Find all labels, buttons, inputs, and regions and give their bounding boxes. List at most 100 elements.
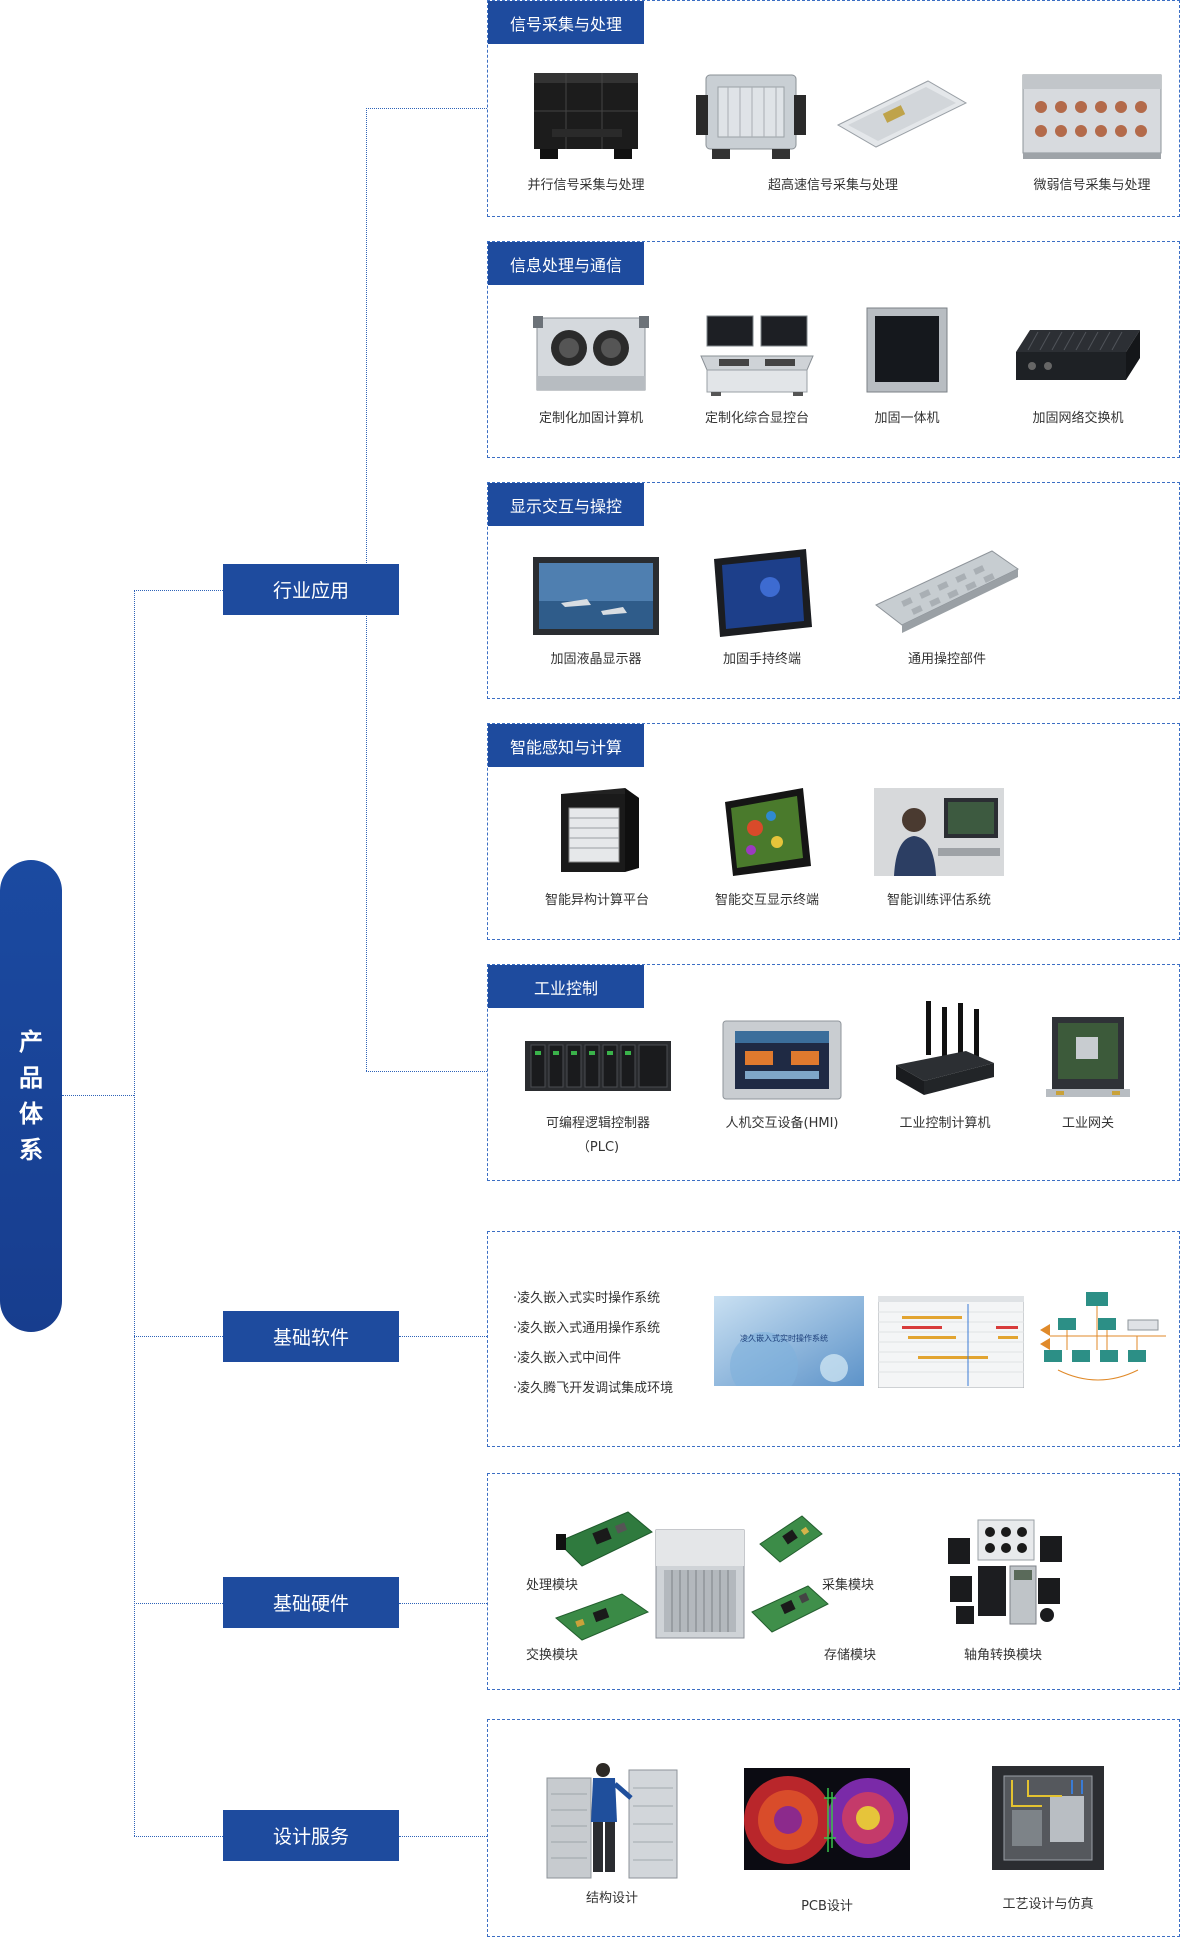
heterogeneous-platform-image [547,784,647,880]
product-rugged-all-in-one[interactable]: 加固一体机 [842,304,972,430]
connector-to-industry [134,590,223,591]
acquisition-module-image [758,1514,824,1564]
panel-info-title: 信息处理与通信 [488,242,644,285]
connector-to-software [134,1336,223,1337]
connector-software-panel [399,1336,487,1337]
product-heterogeneous-computing[interactable]: 智能异构计算平台 [532,784,662,912]
product-label: 工业控制计算机 [899,1116,991,1131]
industrial-gateway-image [1042,1015,1134,1103]
product-rugged-handheld[interactable]: 加固手持终端 [702,547,822,671]
service-pcb-design[interactable]: PCB设计 [744,1768,910,1918]
category-hardware[interactable]: 基础硬件 [223,1577,399,1628]
control-panel-image [872,547,1022,639]
product-label: 通用操控部件 [907,652,986,667]
connector-to-signal [366,108,487,109]
axis-conversion-module-image [944,1518,1068,1630]
product-rugged-lcd[interactable]: 加固液晶显示器 [526,553,666,671]
rugged-switch-image [1008,312,1148,398]
software-bullet: ·凌久嵌入式中间件 [513,1351,622,1366]
design-label: PCB设计 [801,1899,853,1914]
product-label: 工业网关 [1061,1116,1114,1131]
product-label: 加固手持终端 [722,652,801,667]
product-label: 定制化加固计算机 [538,411,643,426]
panel-industrial-title: 工业控制 [488,965,644,1008]
product-label: 并行信号采集与处理 [527,178,645,193]
category-industry-label: 行业应用 [272,580,349,602]
plc-sub-label: （PLC) [576,1140,620,1155]
product-label: 加固一体机 [874,411,940,426]
software-architecture-diagram [1038,1290,1168,1390]
software-bullet: ·凌久嵌入式通用操作系统 [513,1321,661,1336]
category-design-label: 设计服务 [272,1826,349,1848]
structural-design-image [537,1758,687,1886]
software-rtos-screenshot: 凌久嵌入式实时操作系统 [714,1296,864,1386]
plc-image [523,1021,673,1103]
product-label: 微弱信号采集与处理 [1033,178,1151,193]
training-system-image [874,784,1004,880]
product-hmi[interactable]: 人机交互设备(HMI) [712,1017,852,1135]
rugged-computer-image [531,312,651,398]
storage-module-label: 存储模块 [824,1648,877,1663]
panel-display: 显示交互与操控 加固液晶显示器 加固手持终端 [487,482,1180,699]
chassis-image [652,1526,748,1642]
processing-module-label: 处理模块 [526,1578,579,1593]
software-screen-text: 凌久嵌入式实时操作系统 [740,1334,828,1343]
all-in-one-image [861,304,953,398]
product-custom-rugged-computer[interactable]: 定制化加固计算机 [526,312,656,430]
process-simulation-image [992,1766,1104,1870]
connector-hardware-panel [399,1603,487,1604]
category-industry[interactable]: 行业应用 [223,564,399,615]
product-industrial-gateway[interactable]: 工业网关 [1028,1015,1148,1135]
panel-info: 信息处理与通信 定制化加固计算机 [487,241,1180,458]
design-label: 工艺设计与仿真 [1002,1897,1094,1912]
product-label: 智能训练评估系统 [886,893,991,908]
category-hardware-label: 基础硬件 [272,1593,349,1615]
product-general-control[interactable]: 通用操控部件 [872,547,1022,671]
product-custom-console[interactable]: 定制化综合显控台 [692,312,822,430]
panel-signal-title: 信号采集与处理 [488,1,644,44]
category-software[interactable]: 基础软件 [223,1311,399,1362]
panel-signal: 信号采集与处理 并行信号采集与处理 [487,0,1180,217]
ultrahigh-signal-devices-image [688,65,978,165]
software-bullet: ·凌久腾飞开发调试集成环境 [513,1381,674,1396]
root-product-system: 产品体系 [0,860,62,1332]
panel-display-title: 显示交互与操控 [488,483,644,526]
category-software-label: 基础软件 [272,1327,349,1349]
console-image [697,312,817,398]
pcb-design-image [744,1768,910,1870]
panel-smart-title: 智能感知与计算 [488,724,644,767]
product-plc[interactable]: 可编程逻辑控制器 （PLC) [518,1021,678,1159]
panel-smart: 智能感知与计算 智能异构计算平台 智能交互显示终端 [487,723,1180,940]
product-label: 定制化综合显控台 [704,411,809,426]
axis-conversion-module-label: 轴角转换模块 [964,1648,1043,1663]
connector-root [62,1095,134,1096]
rugged-lcd-image [531,553,661,639]
smart-display-image [717,784,817,880]
product-smart-display-terminal[interactable]: 智能交互显示终端 [702,784,832,912]
product-weak-signal[interactable]: 微弱信号采集与处理 [1012,65,1172,197]
product-label: 加固液晶显示器 [550,652,642,667]
switch-module-label: 交换模块 [526,1648,579,1663]
parallel-signal-device-image [526,65,646,165]
software-timeline-screenshot [877,1295,1025,1389]
product-label: 可编程逻辑控制器 [545,1116,650,1131]
panel-industrial: 工业控制 可编程逻辑控制器 （PLC) [487,964,1180,1181]
panel-design: 结构设计 PCB设计 [487,1719,1180,1937]
product-rugged-switch[interactable]: 加固网络交换机 [998,312,1158,430]
service-structural-design[interactable]: 结构设计 [532,1758,692,1910]
product-label: 智能交互显示终端 [714,893,819,908]
product-industrial-computer[interactable]: 工业控制计算机 [880,999,1010,1135]
connector-to-design [134,1836,223,1837]
product-label: 智能异构计算平台 [544,893,649,908]
connector-design-panel [399,1836,487,1837]
product-ultrahigh-signal[interactable]: 超高速信号采集与处理 [688,65,978,197]
category-design[interactable]: 设计服务 [223,1810,399,1861]
product-smart-training-system[interactable]: 智能训练评估系统 [864,784,1014,912]
design-label: 结构设计 [585,1891,638,1906]
industrial-computer-image [890,999,1000,1103]
service-process-simulation[interactable]: 工艺设计与仿真 [958,1766,1138,1916]
weak-signal-device-image [1017,65,1167,165]
software-bullet: ·凌久嵌入式实时操作系统 [513,1291,661,1306]
product-parallel-signal[interactable]: 并行信号采集与处理 [520,65,652,197]
product-label: 超高速信号采集与处理 [767,178,898,193]
